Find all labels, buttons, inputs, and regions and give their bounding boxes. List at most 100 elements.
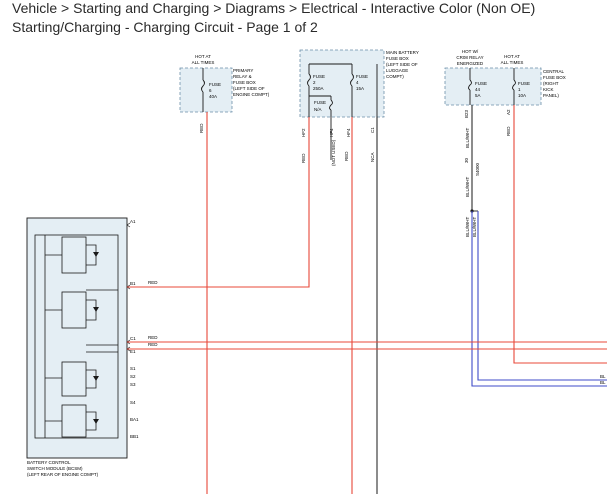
wire-label-c1-red: RED (148, 335, 158, 340)
fuse-44-symbol (468, 79, 472, 91)
red-wire-b1[interactable] (127, 281, 310, 288)
main-box-label-5: COMPT) (386, 74, 404, 79)
page-title: Starting/Charging - Charging Circuit - P… (12, 19, 318, 35)
wiring-diagram-svg: HOT AT ALL TIMES FUSE 6 40A PRIMARY RELA… (26, 49, 607, 494)
bcsm-inner-frame (34, 234, 119, 439)
fuse-2-number: 2 (313, 80, 316, 85)
bcsm-label-3: (LEFT REAR OF ENGINE COMPT) (27, 472, 99, 477)
bcsm-outline (26, 217, 128, 459)
tick-a1 (126, 222, 131, 228)
fuse-2-rating: 250A (313, 86, 324, 91)
main-box-label-4: LUGGAGE (386, 68, 408, 73)
edge-label-bl-2: BL (600, 380, 606, 385)
diode-icon-4 (93, 419, 99, 424)
relay-box-label-5: ENGINE COMPT) (233, 92, 270, 97)
main-battery-fuse-box[interactable]: MAIN BATTERY FUSE BOX (LEFT SIDE OF LUGG… (299, 49, 419, 118)
relay-box-label-3: FUSE BOX (233, 80, 256, 85)
fuse-4-rating: 15A (356, 86, 364, 91)
breadcrumb[interactable]: Vehicle > Starting and Charging > Diagra… (12, 0, 536, 16)
wire-label-b1: RED (148, 280, 158, 285)
fuse-1-symbol (512, 79, 516, 91)
fuse-44-number: 44 (475, 87, 481, 92)
energized-label-3: ENERGIZED (457, 61, 484, 66)
wire-label-blue-2: BLU/WHT (472, 216, 477, 237)
relay-box-outline (179, 67, 233, 113)
main-box-label-3: (LEFT SIDE OF (386, 62, 418, 67)
pin-b23: B23 (464, 109, 469, 118)
bcsm-pin-s2: S2 (130, 374, 136, 379)
wire-label-hf4: RED (344, 151, 349, 161)
central-box-label-1: CENTRAL (543, 69, 565, 74)
diode-icon-2 (93, 307, 99, 312)
wire-label-blue-1: BLU/WHT (465, 216, 470, 237)
bcsm-switch-3 (61, 361, 87, 397)
bcsm-pin-c1: C1 (130, 336, 136, 341)
relay-box-label-1: PRIMARY (233, 68, 253, 73)
central-fuse-box[interactable]: HOT AT ALL TIMES FUSE 1 10A CENTRAL FUSE… (501, 54, 566, 105)
bcsm-pin-bb1: BB1 (130, 434, 139, 439)
relay-energized-fuse-block[interactable]: HOT W/ CR08 RELAY ENERGIZED FUSE 44 5A (444, 49, 542, 106)
bcsm-pin-s1: S1 (130, 366, 136, 371)
bcsm-pin-a1: A1 (130, 219, 136, 224)
fuse-na-label: FUSE (314, 100, 326, 105)
fuse-44-label: FUSE (475, 81, 487, 86)
pin-hf4-a: HF4 (329, 128, 334, 137)
fuse-6-label: FUSE (209, 82, 221, 87)
wire-label-after-splice: BLU/WHT (465, 176, 470, 197)
fuse-1-number: 1 (518, 87, 521, 92)
bcsm-label-1: BATTERY CONTROL (27, 460, 71, 465)
bcsm-pin-s4: S4 (130, 400, 136, 405)
fuse-6-rating: 40A (209, 94, 217, 99)
wire-label-b23: BLU/WHT (465, 127, 470, 148)
blue-wire-1[interactable] (471, 211, 607, 387)
bcsm-label-2: SWITCH MODULE (BCSM) (27, 466, 83, 471)
pin-c1: C1 (370, 127, 375, 133)
bcsm-pin-ba1: BA1 (130, 417, 139, 422)
hot-at-all-times-label-1: HOT AT (195, 54, 211, 59)
splice-code: S4000 (475, 162, 480, 176)
fuse-1-rating: 10A (518, 93, 526, 98)
splice-number: 30 (464, 157, 469, 163)
wire-label-a2: RED (506, 126, 511, 136)
central-box-label-5: PANEL) (543, 93, 559, 98)
pin-hf4-b: HF4 (346, 128, 351, 137)
main-box-label-2: FUSE BOX (386, 56, 409, 61)
central-box-label-2: FUSE BOX (543, 75, 566, 80)
pin-a2: A2 (506, 109, 511, 115)
relay-box-label-2: RELAY & (233, 74, 252, 79)
central-hot-label-1: HOT AT (504, 54, 520, 59)
fuse-2-label: FUSE (313, 74, 325, 79)
hot-at-all-times-label-2: ALL TIMES (192, 60, 215, 65)
central-fuse-box-outline (444, 67, 542, 106)
wire-label-red-fuse6: RED (199, 123, 204, 133)
fuse-4-number: 4 (356, 80, 359, 85)
wire-label-hf2: RED (301, 153, 306, 163)
pin-hf2: HF2 (301, 128, 306, 137)
central-box-label-4: KICK (543, 87, 554, 92)
main-box-label-1: MAIN BATTERY (386, 50, 419, 55)
wire-label-not-used: (NOT USED) (331, 139, 336, 166)
wire-label-c1: NCA (370, 152, 375, 162)
fuse-2-symbol (307, 73, 311, 87)
fuse-1-label: FUSE (518, 81, 530, 86)
central-box-label-3: (RIGHT (543, 81, 559, 86)
fuse-6-symbol (201, 79, 205, 93)
blue-wire-2[interactable] (477, 211, 607, 381)
bcsm-pin-b1: B1 (130, 281, 136, 286)
bcsm-module[interactable]: A1 B1 C1 E1 S1 S2 S3 S4 BA1 BB1 BATTERY … (26, 217, 139, 477)
central-hot-label-2: ALL TIMES (501, 60, 524, 65)
page-header: Vehicle > Starting and Charging > Diagra… (0, 0, 607, 40)
primary-relay-fuse-box[interactable]: HOT AT ALL TIMES FUSE 6 40A PRIMARY RELA… (179, 54, 270, 113)
wiring-diagram: HOT AT ALL TIMES FUSE 6 40A PRIMARY RELA… (0, 40, 607, 494)
main-battery-box-outline (299, 49, 385, 118)
relay-box-label-4: (LEFT SIDE OF (233, 86, 265, 91)
bcsm-pin-e1: E1 (130, 349, 136, 354)
diode-icon-1 (93, 252, 99, 257)
fuse-na-symbol (329, 99, 333, 111)
wire-label-e1-red: RED (148, 342, 158, 347)
energized-label-1: HOT W/ (462, 49, 479, 54)
fuse-44-rating: 5A (475, 93, 481, 98)
red-wire-fuse-1[interactable] (513, 105, 607, 364)
fuse-6-number: 6 (209, 88, 212, 93)
bcsm-pin-s3: S3 (130, 382, 136, 387)
